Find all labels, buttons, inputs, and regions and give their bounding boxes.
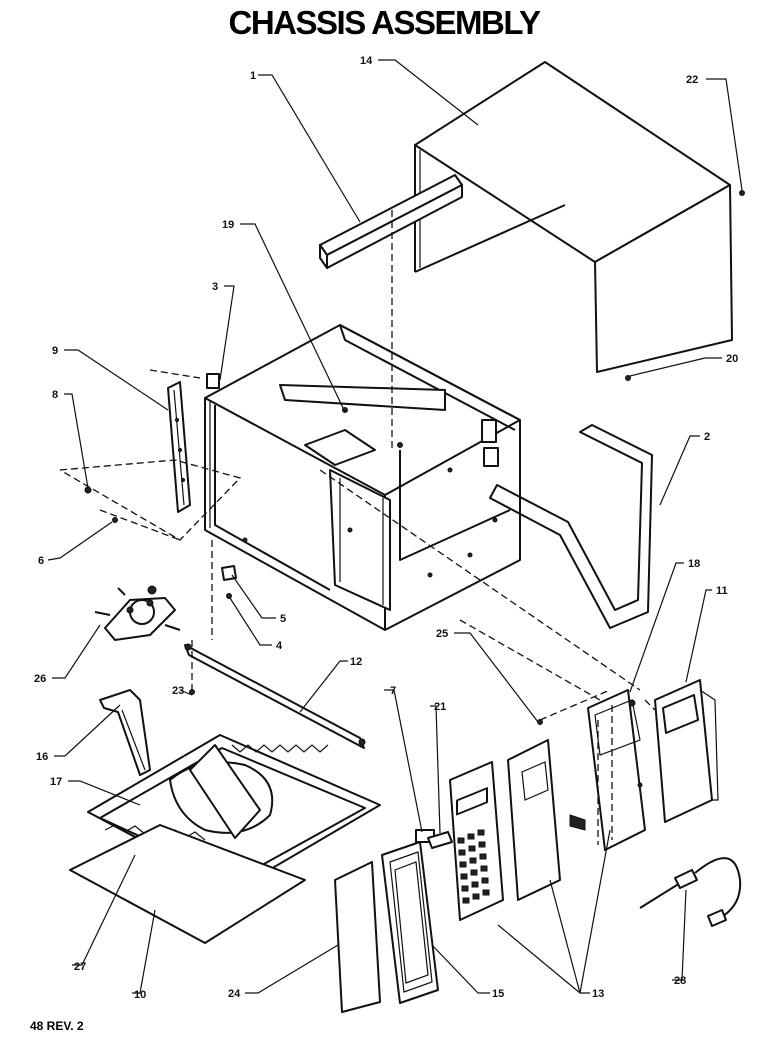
callout-22: 22 <box>686 74 698 86</box>
stirrer-bracket <box>99 689 151 776</box>
bottom-cover <box>69 824 306 944</box>
callout-23: 23 <box>172 685 184 697</box>
clip-3 <box>206 373 220 389</box>
keypad-panel <box>449 761 504 921</box>
assembly-lines <box>59 210 656 845</box>
callout-19: 19 <box>222 219 234 231</box>
callout-6: 6 <box>38 555 44 567</box>
revision-note: 48 REV. 2 <box>30 1019 84 1033</box>
callout-24: 24 <box>228 988 241 1000</box>
top-support-bar <box>319 174 463 269</box>
control-board <box>587 689 646 851</box>
callout-4: 4 <box>276 640 283 652</box>
callout-26: 26 <box>34 673 46 685</box>
page-title: CHASSIS ASSEMBLY <box>228 4 541 41</box>
callout-11: 11 <box>716 585 728 597</box>
callout-9: 9 <box>52 345 58 357</box>
main-chassis <box>204 324 521 631</box>
leader-lines <box>47 59 743 994</box>
temperature-probe <box>639 857 742 927</box>
callout-7: 7 <box>390 685 396 697</box>
callout-17: 17 <box>50 776 62 788</box>
left-flange <box>167 381 191 513</box>
callout-14: 14 <box>360 55 373 67</box>
stirrer-fan <box>94 585 181 641</box>
callout-28: 28 <box>674 975 686 987</box>
screw-4 <box>226 593 232 599</box>
callout-20: 20 <box>726 353 738 365</box>
callout-2: 2 <box>704 431 710 443</box>
callout-13: 13 <box>592 988 604 1000</box>
callout-21: 21 <box>434 701 446 713</box>
callout-5: 5 <box>280 613 286 625</box>
panel-frame-15 <box>381 841 439 1004</box>
callout-3: 3 <box>212 281 218 293</box>
outer-panel-24 <box>334 861 381 1013</box>
callout-16: 16 <box>36 751 48 763</box>
base-plate <box>87 734 381 891</box>
callout-1: 1 <box>250 70 256 82</box>
screw-6 <box>112 517 118 523</box>
callout-labels: 1 14 22 19 3 9 8 20 2 6 5 4 18 11 26 12 … <box>34 55 738 1001</box>
callout-15: 15 <box>492 988 504 1000</box>
outer-cover <box>414 61 745 381</box>
door-gasket <box>489 424 653 629</box>
screw-25 <box>537 719 543 725</box>
callout-27: 27 <box>74 961 86 973</box>
bottom-long-bar <box>184 643 366 749</box>
callout-10: 10 <box>134 989 146 1001</box>
mount-bracket-11 <box>654 679 719 823</box>
callout-25: 25 <box>436 628 448 640</box>
callout-12: 12 <box>350 656 362 668</box>
membrane-plate <box>507 739 586 901</box>
callout-18: 18 <box>688 558 700 570</box>
latch-21 <box>427 831 453 849</box>
callout-8: 8 <box>52 389 58 401</box>
